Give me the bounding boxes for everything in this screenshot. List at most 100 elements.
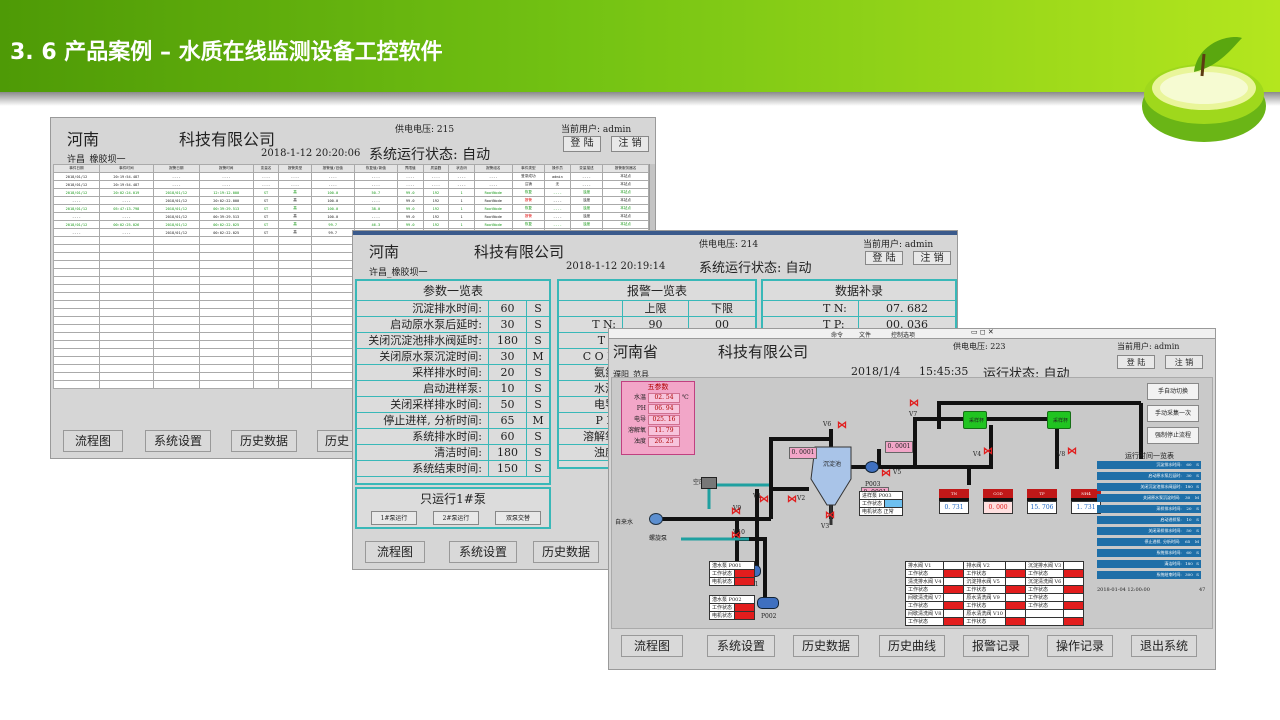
valve-state-label: 沉淀排水阀 V3	[1024, 561, 1065, 570]
table-cell: ----	[569, 172, 604, 181]
menu-command[interactable]: 命令	[831, 332, 844, 339]
valve-v10-icon[interactable]: ⋈	[731, 530, 741, 541]
nav-system-settings[interactable]: 系统设置	[145, 430, 211, 452]
run-footer-time: 2018-01-04 12:00:00	[1097, 587, 1150, 593]
panel-title: 报警一览表	[559, 281, 755, 301]
flow-reading: 0. 0001	[885, 441, 913, 453]
table-header: 状态码	[448, 164, 475, 173]
nav-flowchart[interactable]: 流程图	[365, 541, 425, 563]
manual-collect-button[interactable]: 手动采集一次	[1147, 405, 1199, 422]
five-param-name: PH	[636, 405, 646, 412]
table-header: 报警服务器名	[602, 164, 649, 173]
run-time-title: 运行时间一览表	[1125, 452, 1174, 460]
param-value[interactable]: 10	[489, 381, 527, 396]
pump-p002-icon[interactable]	[757, 597, 779, 609]
param-value[interactable]: 30	[489, 317, 527, 332]
run-time-unit: S	[1196, 473, 1199, 478]
force-stop-button[interactable]: 强制停止流程	[1147, 427, 1199, 444]
nav-operation-records[interactable]: 操作记录	[1047, 635, 1113, 657]
menu-control-options[interactable]: 控制选项	[891, 332, 916, 339]
menu-file[interactable]: 文件	[859, 332, 872, 339]
logout-button[interactable]: 注 销	[913, 251, 951, 265]
nav-flowchart[interactable]: 流程图	[621, 635, 683, 657]
nav-history-curves[interactable]: 历史曲线	[879, 635, 945, 657]
param-value[interactable]: 20	[489, 365, 527, 380]
nav-alarm-records[interactable]: 报警记录	[963, 635, 1029, 657]
nav-flowchart[interactable]: 流程图	[63, 430, 123, 452]
data-value[interactable]: 00. 036	[886, 318, 928, 331]
logout-button[interactable]: 注 销	[1165, 355, 1203, 369]
pump1-run-button[interactable]: 1#泵运行	[371, 511, 417, 525]
alarm-lower[interactable]: 00	[715, 318, 729, 331]
valve-v5-icon[interactable]: ⋈	[881, 468, 891, 479]
auto-manual-toggle-button[interactable]: 手自动切换	[1147, 383, 1199, 400]
param-name: 启动原水泵后延时:	[357, 317, 489, 332]
param-value[interactable]: 180	[489, 333, 527, 348]
table-cell: 100.0	[310, 188, 355, 197]
table-cell: ----	[473, 172, 513, 181]
valve-state-label: 工作状态	[963, 569, 1006, 578]
param-value[interactable]: 30	[489, 349, 527, 364]
param-name: 关闭沉淀池排水阀延时:	[357, 333, 489, 348]
login-button[interactable]: 登 陆	[1117, 355, 1155, 369]
nav-history-data[interactable]: 历史数据	[231, 430, 297, 452]
nav-system-settings[interactable]: 系统设置	[449, 541, 517, 563]
valve-v2-icon[interactable]: ⋈	[787, 494, 797, 505]
table-cell: 1	[448, 188, 475, 197]
login-button[interactable]: 登 陆	[563, 136, 601, 152]
param-value[interactable]: 60	[489, 429, 527, 444]
table-cell: ----	[53, 228, 100, 237]
valve-v1-icon[interactable]: ⋈	[759, 494, 769, 505]
table-cell: 浊度	[569, 204, 604, 213]
run-time-name: 关闭沉淀池排水阀延时:	[1140, 484, 1182, 489]
param-value[interactable]: 180	[489, 445, 527, 460]
valve-v8-icon[interactable]: ⋈	[1067, 446, 1077, 457]
nav-history-data[interactable]: 历史数据	[793, 635, 859, 657]
nav-history[interactable]: 历史	[317, 430, 357, 452]
table-cell: 浊度	[569, 220, 604, 229]
param-value[interactable]: 50	[489, 397, 527, 412]
pump-p003-icon[interactable]	[865, 461, 879, 473]
valve-state-label: 工作状态	[1024, 601, 1065, 610]
param-value[interactable]: 60	[489, 301, 527, 316]
nav-exit-system[interactable]: 退出系统	[1131, 635, 1197, 657]
table-cell: 99.0	[396, 220, 424, 229]
logout-button[interactable]: 注 销	[611, 136, 649, 152]
alarm-upper[interactable]: 90	[623, 317, 689, 332]
login-button[interactable]: 登 陆	[865, 251, 903, 265]
pump2-run-button[interactable]: 2#泵运行	[433, 511, 479, 525]
nav-system-settings[interactable]: 系统设置	[707, 635, 775, 657]
param-value[interactable]: 150	[489, 461, 527, 476]
table-cell: ----	[98, 196, 154, 205]
data-value[interactable]: 07. 682	[886, 302, 928, 315]
valve-label: V5	[893, 469, 902, 476]
window-controls-icon[interactable]: ▭ ◻ ✕	[971, 328, 994, 336]
table-cell: 192	[422, 204, 450, 213]
table-cell: 1	[448, 196, 475, 205]
table-cell: ----	[396, 172, 424, 181]
site-name: 濮阳_范县	[613, 370, 649, 379]
param-value[interactable]: 65	[489, 413, 527, 428]
valve-v3-icon[interactable]: ⋈	[825, 510, 835, 521]
table-cell: RootNode	[473, 188, 513, 197]
valve-v9-icon[interactable]: ⋈	[731, 506, 741, 517]
valve-v7-icon[interactable]: ⋈	[909, 398, 919, 409]
nav-history-data[interactable]: 历史数据	[533, 541, 599, 563]
five-param-unit: ℃	[682, 394, 689, 401]
dual-pump-button[interactable]: 双泵交替	[495, 511, 541, 525]
table-cell: 恢复	[511, 220, 546, 229]
valve-v6-icon[interactable]: ⋈	[837, 420, 847, 431]
table-cell: ST	[252, 204, 280, 213]
valve-v4-icon[interactable]: ⋈	[983, 446, 993, 457]
